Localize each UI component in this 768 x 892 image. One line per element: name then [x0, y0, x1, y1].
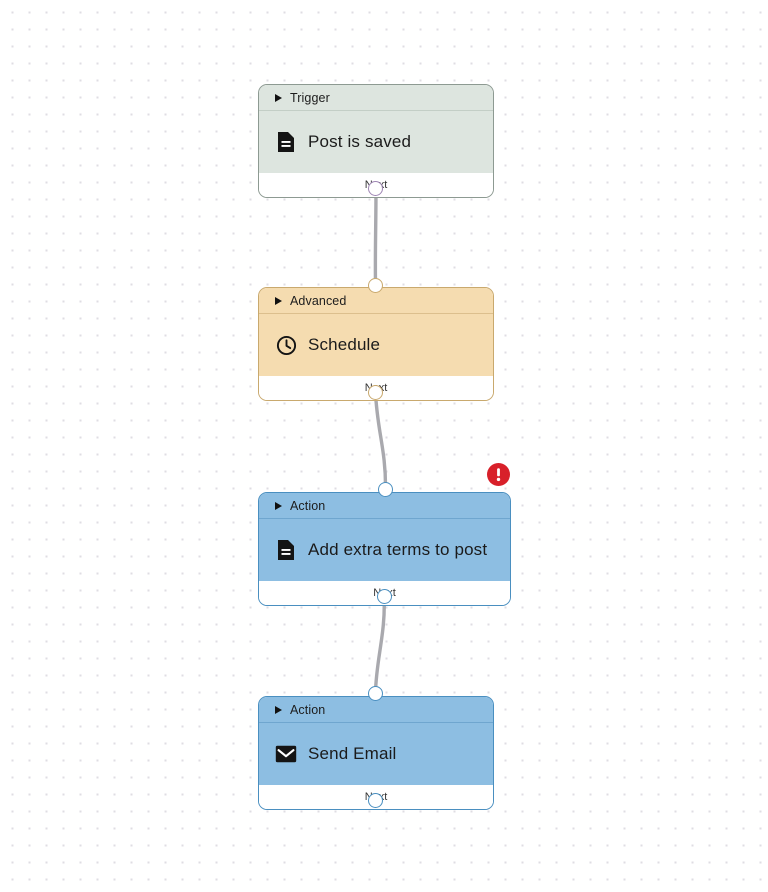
node-title: Send Email	[308, 744, 397, 763]
port-send-email-input[interactable]	[368, 686, 383, 701]
envelope-icon	[275, 743, 297, 765]
document-icon	[275, 539, 297, 561]
node-kind-label: Action	[290, 702, 326, 717]
chevron-right-icon[interactable]	[275, 296, 282, 305]
node-body-action[interactable]: Add extra terms to post	[259, 519, 510, 581]
port-action-input[interactable]	[378, 482, 393, 497]
connector-trigger-to-advanced	[373, 186, 378, 286]
node-divider	[259, 313, 493, 314]
chevron-right-icon[interactable]	[275, 93, 282, 102]
node-body-action[interactable]: Send Email	[259, 723, 493, 785]
node-title: Add extra terms to post	[308, 540, 488, 559]
node-body-advanced[interactable]: Schedule	[259, 314, 493, 376]
exclamation-icon	[496, 468, 501, 482]
error-badge[interactable]	[487, 463, 510, 486]
port-advanced-output[interactable]	[368, 385, 383, 400]
connector-action-to-send-email	[373, 594, 386, 695]
port-advanced-input[interactable]	[368, 278, 383, 293]
port-action-output[interactable]	[377, 589, 392, 604]
node-header-trigger[interactable]: Trigger	[259, 85, 493, 110]
node-divider	[259, 518, 510, 519]
chevron-right-icon[interactable]	[275, 705, 282, 714]
workflow-node-advanced[interactable]: Advanced Schedule Next	[258, 287, 494, 401]
node-kind-label: Advanced	[290, 293, 347, 308]
node-header-action[interactable]: Action	[259, 697, 493, 722]
port-trigger-output[interactable]	[368, 181, 383, 196]
node-title: Post is saved	[308, 132, 412, 151]
port-send-email-output[interactable]	[368, 793, 383, 808]
node-divider	[259, 722, 493, 723]
document-icon	[275, 131, 297, 153]
clock-icon	[275, 334, 297, 356]
connector-advanced-to-action	[373, 390, 388, 491]
chevron-right-icon[interactable]	[275, 501, 282, 510]
node-header-action[interactable]: Action	[259, 493, 510, 518]
node-divider	[259, 110, 493, 111]
node-kind-label: Action	[290, 498, 326, 513]
node-kind-label: Trigger	[290, 90, 330, 105]
node-title: Schedule	[308, 335, 381, 354]
node-body-trigger[interactable]: Post is saved	[259, 111, 493, 173]
